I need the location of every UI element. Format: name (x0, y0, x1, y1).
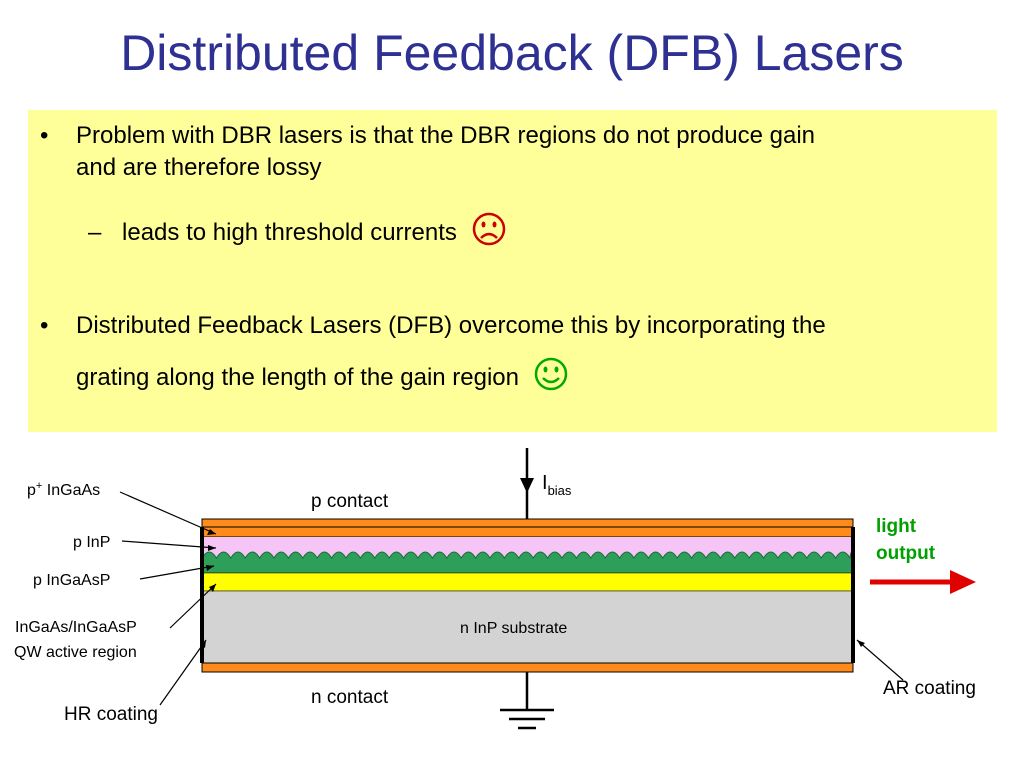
bullet-box: • Problem with DBR lasers is that the DB… (28, 110, 997, 432)
bias-arrow-icon (520, 478, 534, 493)
n-contact-layer (201, 662, 854, 673)
label-p-ingaasp: p InGaAsP (33, 572, 110, 589)
bullet-2-line-2: grating along the length of the gain reg… (76, 364, 520, 391)
label-ar-coating: AR coating (883, 678, 976, 699)
leader-p-inp (121, 540, 217, 549)
bullet-1: • Problem with DBR lasers is that the DB… (40, 120, 976, 184)
p-contact-layer (201, 518, 854, 528)
sub-bullet-1-text: leads to high threshold currents (122, 219, 457, 246)
label-light-line-1: light (876, 516, 917, 537)
light-output-arrowhead-icon (950, 570, 976, 594)
label-n-contact: n contact (311, 687, 389, 708)
p-ingaasp-layer (201, 572, 854, 592)
grating-layer (201, 551, 854, 574)
p-plus-ingaas-layer (201, 526, 854, 538)
bullet-1-line-2: and are therefore lossy (76, 154, 322, 181)
leader-qw (169, 583, 217, 629)
leader-ar (856, 639, 904, 681)
sub-bullet-dash: – (88, 219, 102, 246)
bullet-dot: • (40, 312, 49, 339)
label-light-line-2: output (876, 543, 936, 564)
bullet-dot: • (40, 122, 49, 149)
label-substrate: n InP substrate (460, 620, 567, 637)
leader-p-plus (119, 491, 217, 535)
label-p-inp: p InP (73, 534, 110, 551)
label-qw-line-2: QW active region (14, 644, 137, 661)
bullet-2: • Distributed Feedback Lasers (DFB) over… (40, 300, 976, 404)
bullet-1-line-1: Problem with DBR lasers is that the DBR … (76, 122, 816, 149)
slide-title: Distributed Feedback (DFB) Lasers (120, 25, 904, 81)
sub-bullet-1: – leads to high threshold currents (88, 212, 506, 249)
substrate-layer (201, 590, 854, 664)
label-ibias: Ibias (542, 472, 572, 498)
label-hr-coating: HR coating (64, 704, 158, 725)
frown-face-icon (472, 212, 505, 246)
bullet-2-line-1: Distributed Feedback Lasers (DFB) overco… (76, 312, 826, 339)
smile-face-icon (534, 357, 567, 391)
label-p-plus-ingaas: p+ InGaAs (27, 480, 100, 499)
label-qw-line-1: InGaAs/InGaAsP (15, 619, 137, 636)
label-p-contact: p contact (311, 491, 389, 512)
leader-hr (159, 639, 207, 706)
leader-p-ingaasp (139, 565, 215, 580)
